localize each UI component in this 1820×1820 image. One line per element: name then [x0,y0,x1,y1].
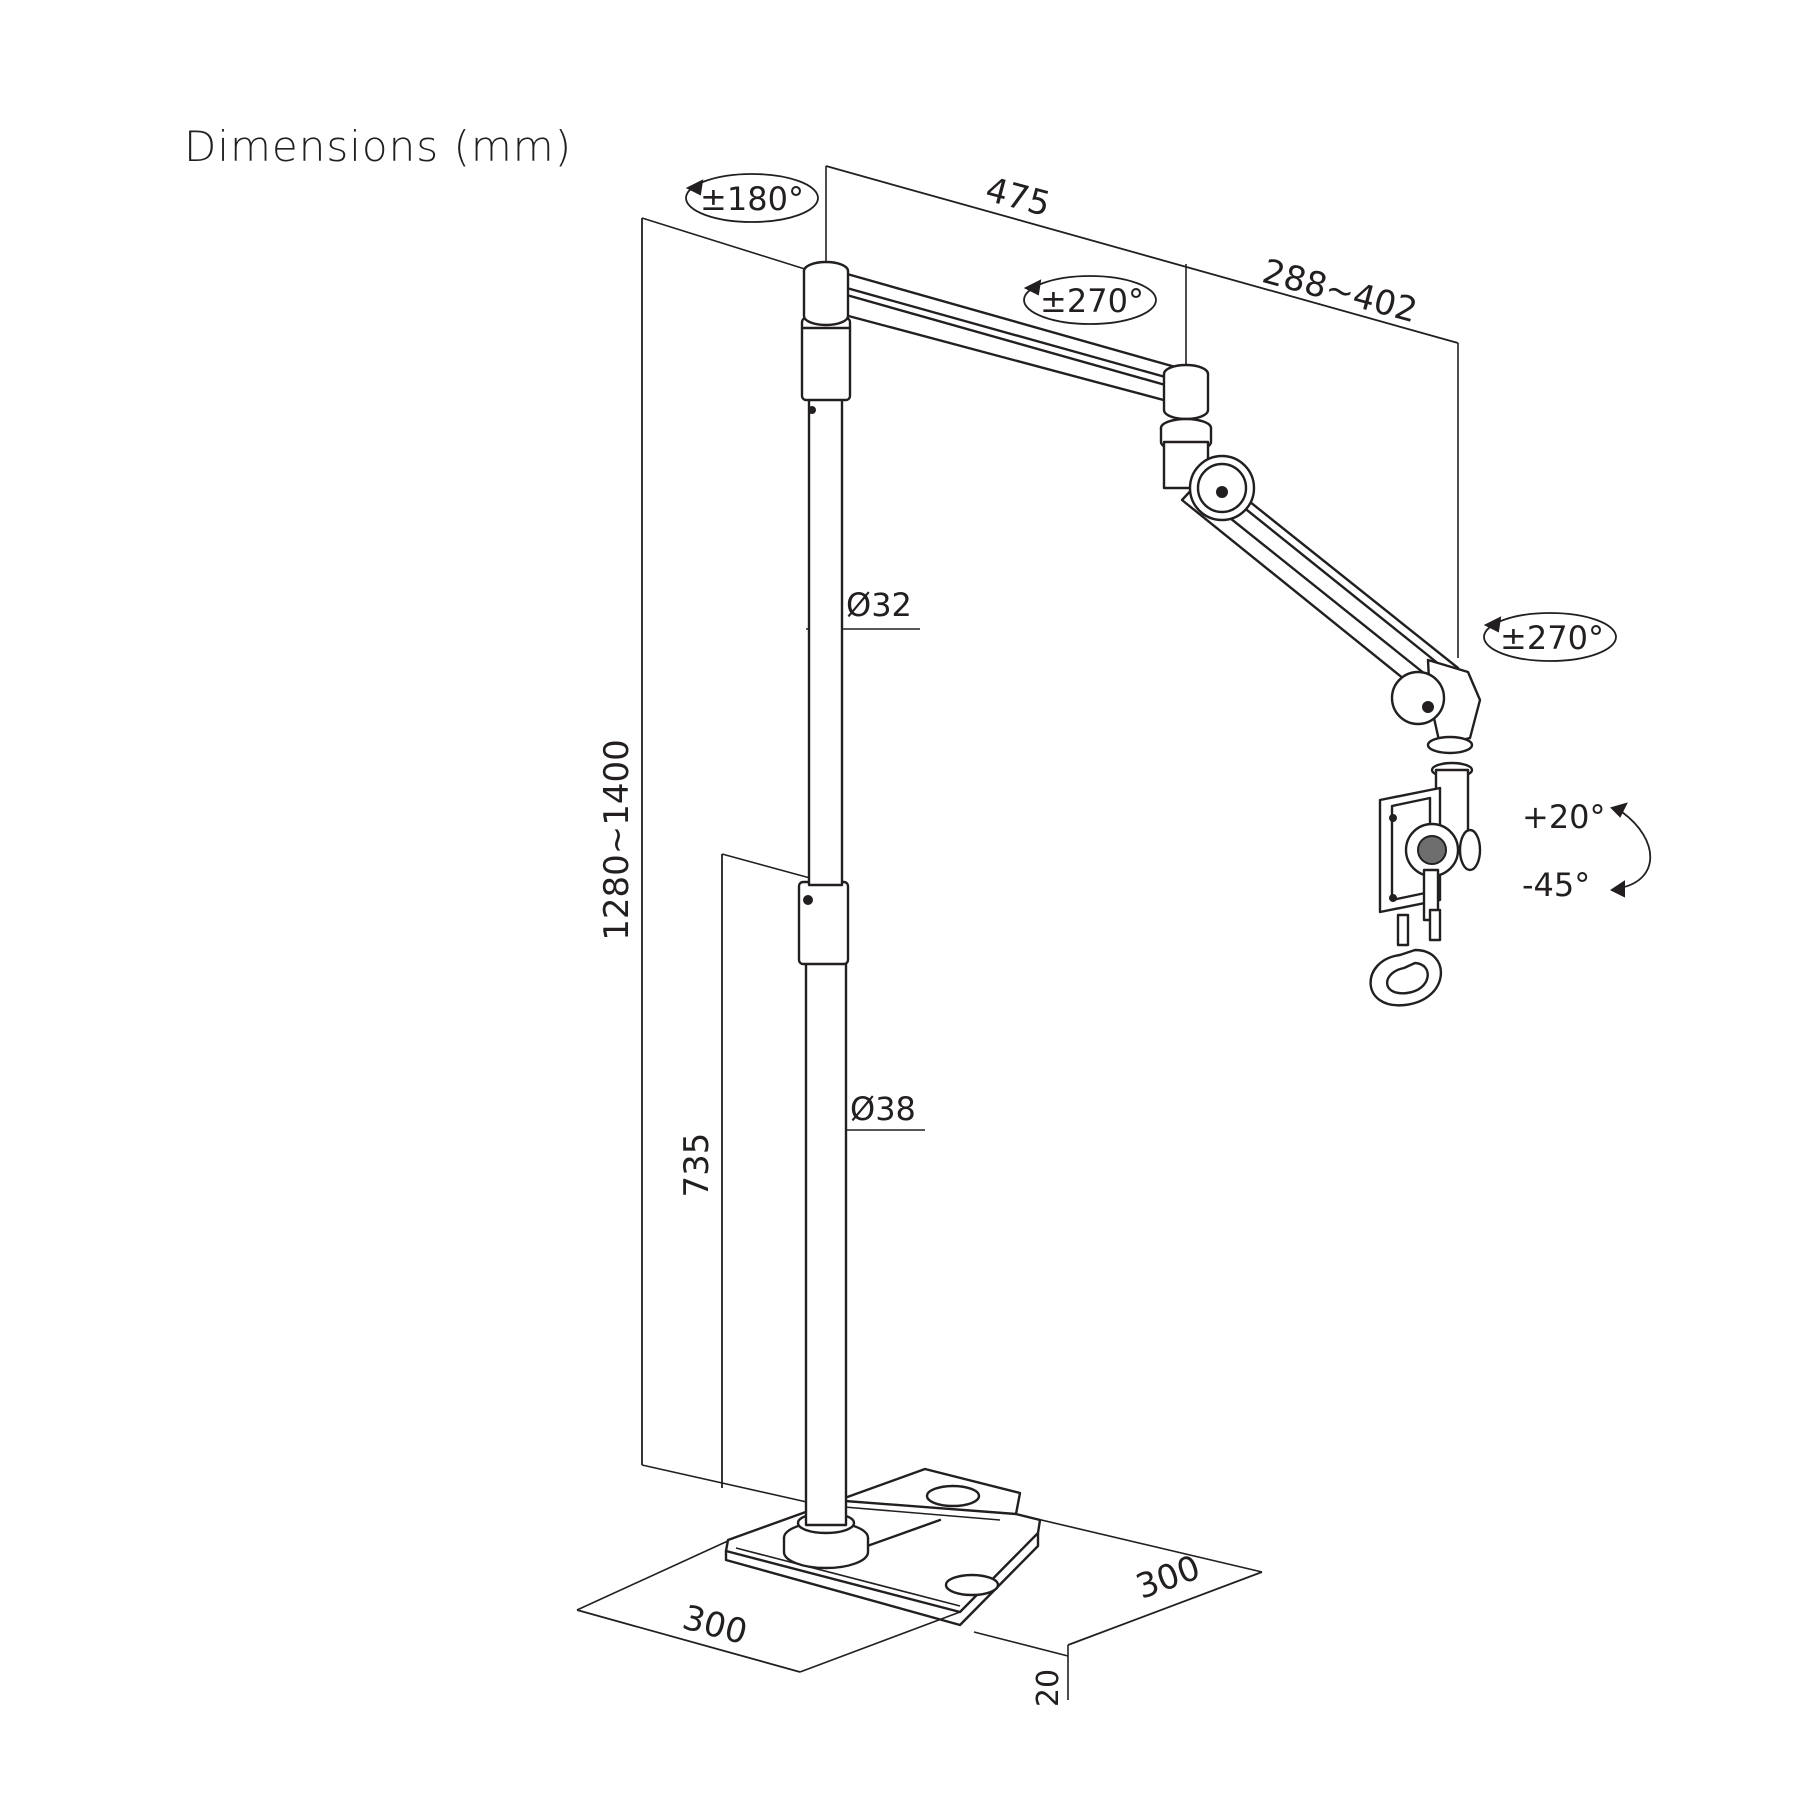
label-tilt-up: +20° [1522,798,1606,836]
label-base-depth: 300 [1131,1548,1206,1608]
label-tilt-down: -45° [1522,866,1590,904]
label-arm-length-1: 475 [981,170,1054,225]
rotation-labels: ±180° ±270° ±270° +20° -45° [700,180,1605,904]
base-plate [724,1467,1042,1627]
rotation-indicators [685,173,1652,898]
dimension-lines [576,165,1459,1700]
label-base-width: 300 [678,1598,751,1653]
pole [782,316,870,1570]
label-base-thickness: 20 [1031,1669,1066,1707]
label-arm-length-2: 288~402 [1258,252,1421,332]
diagram-title: Dimensions (mm) [184,122,573,171]
upper-arm [802,260,1213,453]
label-arm-joint-rotation: ±270° [1040,282,1144,320]
label-total-height: 1280~1400 [597,739,637,941]
label-upper-pole-diameter: Ø32 [846,586,912,624]
label-head-joint-rotation: ±270° [1500,619,1604,657]
label-lower-height: 735 [677,1133,717,1198]
label-pole-top-rotation: ±180° [700,180,804,218]
vesa-head [1369,786,1482,1007]
label-lower-pole-diameter: Ø38 [850,1090,916,1128]
dimension-labels: 475 288~402 1280~1400 735 Ø32 Ø38 300 30… [597,170,1421,1707]
